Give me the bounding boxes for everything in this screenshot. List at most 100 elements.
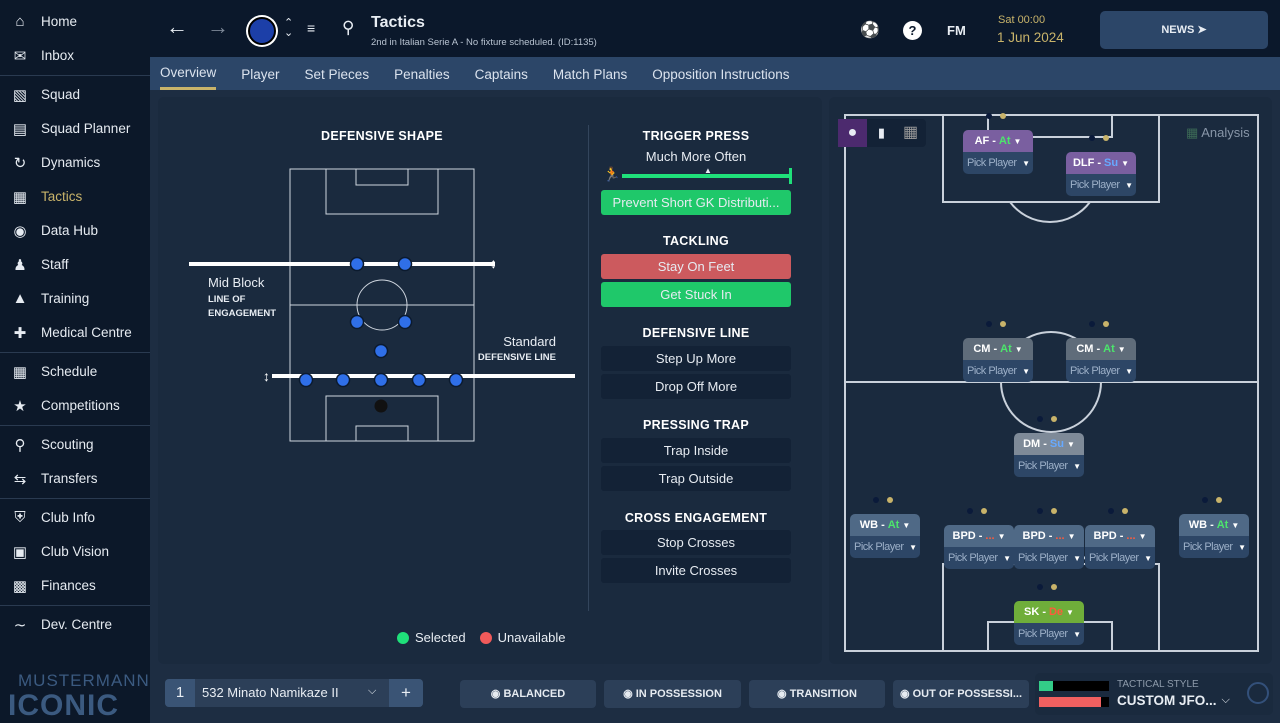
pick-player-dropdown[interactable]: Pick Player▼ (1085, 547, 1155, 569)
pick-player-dropdown[interactable]: Pick Player▼ (1066, 360, 1136, 382)
tab-overview[interactable]: Overview (160, 57, 217, 90)
drop-off-more-button[interactable]: Drop Off More (601, 374, 791, 399)
tactical-style-box[interactable]: TACTICAL STYLE CUSTOM JFO... ⌵ (1035, 673, 1273, 715)
club-switch-icon[interactable]: ⌃⌄ (284, 17, 294, 39)
pick-player-dropdown[interactable]: Pick Player▼ (963, 360, 1033, 382)
role-selector[interactable]: SK-De▼ (1014, 601, 1084, 623)
search-icon[interactable]: ⚲ (342, 18, 355, 37)
sidebar-item-competitions[interactable]: ★Competitions (0, 389, 150, 423)
back-icon[interactable]: ← (166, 14, 188, 39)
position-card-wb[interactable]: WB-At▼Pick Player▼ (850, 514, 920, 558)
sidebar-item-squad[interactable]: ▧Squad (0, 78, 150, 112)
pick-player-dropdown[interactable]: Pick Player▼ (963, 152, 1033, 174)
position-card-bpd[interactable]: BPD-...▼Pick Player▼ (1014, 525, 1084, 569)
invite-crosses-button[interactable]: Invite Crosses (601, 558, 791, 583)
tab-opposition-instructions[interactable]: Opposition Instructions (652, 66, 790, 82)
sidebar-item-tactics[interactable]: ▦Tactics (0, 180, 150, 214)
tactic-selector[interactable]: 1 532 Minato Namikaze II ⌵ + (165, 679, 423, 707)
prevent-short-gk-button[interactable]: Prevent Short GK Distributi... (601, 190, 791, 215)
sidebar-item-training[interactable]: ▲Training (0, 282, 150, 316)
sidebar-item-medical-centre[interactable]: ✚Medical Centre (0, 316, 150, 350)
player-indicator (1089, 135, 1113, 145)
position-card-dm[interactable]: DM-Su▼Pick Player▼ (1014, 433, 1084, 477)
player-view-icon[interactable]: ● (838, 119, 867, 147)
sidebar-item-label: Transfers (41, 471, 98, 486)
role-selector[interactable]: DM-Su▼ (1014, 433, 1084, 455)
tab-match-plans[interactable]: Match Plans (552, 66, 628, 82)
pick-player-label: Pick Player (1070, 365, 1120, 377)
pick-player-dropdown[interactable]: Pick Player▼ (1179, 536, 1249, 558)
role-selector[interactable]: WB-At▼ (1179, 514, 1249, 536)
position-card-af[interactable]: AF-At▼Pick Player▼ (963, 130, 1033, 174)
add-tactic-button[interactable]: + (389, 679, 423, 707)
tab-penalties[interactable]: Penalties (394, 66, 450, 82)
fm-button[interactable]: FM (947, 23, 966, 38)
position-card-cm[interactable]: CM-At▼Pick Player▼ (963, 338, 1033, 382)
transition-button[interactable]: ◉ TRANSITION (749, 680, 885, 708)
tab-player[interactable]: Player (241, 66, 280, 82)
stop-crosses-button[interactable]: Stop Crosses (601, 530, 791, 555)
club-badge-icon[interactable] (248, 17, 276, 45)
pick-player-dropdown[interactable]: Pick Player▼ (1014, 547, 1084, 569)
sidebar-item-squad-planner[interactable]: ▤Squad Planner (0, 112, 150, 146)
role-selector[interactable]: WB-At▼ (850, 514, 920, 536)
sidebar-item-transfers[interactable]: ⇆Transfers (0, 462, 150, 496)
position-card-cm[interactable]: CM-At▼Pick Player▼ (1066, 338, 1136, 382)
role-selector[interactable]: AF-At▼ (963, 130, 1033, 152)
trap-inside-button[interactable]: Trap Inside (601, 438, 791, 463)
step-up-more-button[interactable]: Step Up More (601, 346, 791, 371)
trigger-press-slider[interactable]: ▲ (622, 166, 792, 184)
tab-captains[interactable]: Captains (474, 66, 528, 82)
sidebar-item-finances[interactable]: ▩Finances (0, 569, 150, 603)
news-button[interactable]: NEWS ➤ (1100, 11, 1268, 49)
position-card-bpd[interactable]: BPD-...▼Pick Player▼ (944, 525, 1014, 569)
dropdown-icon: ▼ (1066, 607, 1074, 617)
help-icon[interactable]: ? (903, 21, 922, 40)
tactical-style-row: CUSTOM JFO... ⌵ (1117, 693, 1230, 708)
sidebar-item-club-vision[interactable]: ▣Club Vision (0, 535, 150, 569)
out-of-possession-button[interactable]: ◉ OUT OF POSSESSI... (893, 680, 1029, 708)
role-selector[interactable]: CM-At▼ (963, 338, 1033, 360)
balanced-button[interactable]: ◉ BALANCED (460, 680, 596, 708)
in-possession-button[interactable]: ◉ IN POSSESSION (604, 680, 741, 708)
sidebar-item-inbox[interactable]: ✉Inbox (0, 39, 150, 73)
tab-set-pieces[interactable]: Set Pieces (304, 66, 370, 82)
pick-player-dropdown[interactable]: Pick Player▼ (1014, 623, 1084, 645)
role-selector[interactable]: CM-At▼ (1066, 338, 1136, 360)
sidebar-item-dynamics[interactable]: ↻Dynamics (0, 146, 150, 180)
position-card-wb[interactable]: WB-At▼Pick Player▼ (1179, 514, 1249, 558)
pick-player-dropdown[interactable]: Pick Player▼ (850, 536, 920, 558)
pick-player-dropdown[interactable]: Pick Player▼ (1066, 174, 1136, 196)
pick-player-dropdown[interactable]: Pick Player▼ (1014, 455, 1084, 477)
role-selector[interactable]: BPD-...▼ (944, 525, 1014, 547)
dynamics-icon: ↻ (13, 154, 27, 172)
sidebar-item-data-hub[interactable]: ◉Data Hub (0, 214, 150, 248)
get-stuck-in-button[interactable]: Get Stuck In (601, 282, 791, 307)
position-card-dlf[interactable]: DLF-Su▼Pick Player▼ (1066, 152, 1136, 196)
sidebar-item-staff[interactable]: ♟Staff (0, 248, 150, 282)
info-view-icon[interactable]: ▦ (902, 124, 919, 141)
role-name: WB (1188, 519, 1208, 531)
role-selector[interactable]: BPD-...▼ (1085, 525, 1155, 547)
dropdown-icon: ▼ (902, 520, 911, 530)
chart-icon[interactable] (1247, 682, 1269, 704)
trap-outside-button[interactable]: Trap Outside (601, 466, 791, 491)
sidebar-item-club-info[interactable]: ⛨Club Info (0, 501, 150, 535)
position-card-bpd[interactable]: BPD-...▼Pick Player▼ (1085, 525, 1155, 569)
player-indicator (1037, 508, 1061, 518)
pick-player-dropdown[interactable]: Pick Player▼ (944, 547, 1014, 569)
globe-icon[interactable]: ⚽ (860, 22, 880, 39)
menu-icon[interactable]: ≡ (307, 20, 316, 36)
sidebar-item-home[interactable]: ⌂Home (0, 5, 150, 39)
forward-icon[interactable]: → (207, 14, 229, 39)
stats-view-icon[interactable]: ▮ (877, 125, 886, 140)
analysis-button[interactable]: ▦ Analysis (1180, 119, 1256, 147)
role-selector[interactable]: DLF-Su▼ (1066, 152, 1136, 174)
sidebar-item-scouting[interactable]: ⚲Scouting (0, 428, 150, 462)
stay-on-feet-button[interactable]: Stay On Feet (601, 254, 791, 279)
sidebar-item-schedule[interactable]: ▦Schedule (0, 355, 150, 389)
role-duty: Su (1049, 438, 1064, 450)
position-card-sk[interactable]: SK-De▼Pick Player▼ (1014, 601, 1084, 645)
role-selector[interactable]: BPD-...▼ (1014, 525, 1084, 547)
sidebar-item-dev-centre[interactable]: ∼Dev. Centre (0, 608, 150, 642)
